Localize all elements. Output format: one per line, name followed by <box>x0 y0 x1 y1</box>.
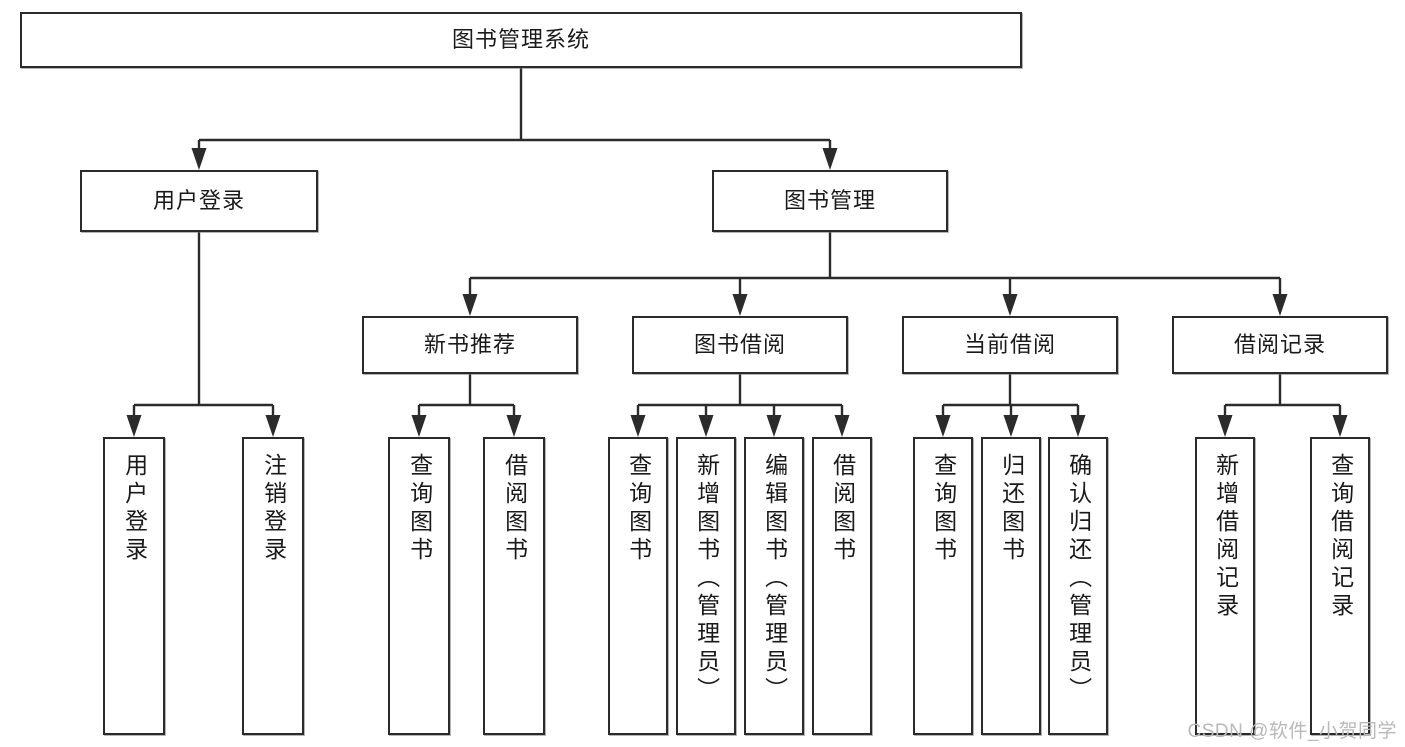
node-label: 用户登录 <box>121 453 148 565</box>
node-login[interactable]: 用户登录 <box>80 170 318 232</box>
node-label: 当前借阅 <box>963 332 1056 358</box>
node-leaf-record-query[interactable]: 查询借阅记录 <box>1310 437 1370 735</box>
node-bookmgmt[interactable]: 图书管理 <box>712 170 948 232</box>
node-leaf-new-borrow[interactable]: 借阅图书 <box>483 437 545 735</box>
node-newbook[interactable]: 新书推荐 <box>362 316 578 374</box>
node-label: 新增借阅记录 <box>1212 453 1239 621</box>
node-current[interactable]: 当前借阅 <box>902 316 1118 374</box>
node-label: 新书推荐 <box>423 332 516 358</box>
node-label: 查询借阅记录 <box>1327 453 1354 621</box>
node-label: 查询图书 <box>930 453 957 565</box>
node-leaf-user-login[interactable]: 用户登录 <box>103 437 165 735</box>
node-leaf-borrow-query[interactable]: 查询图书 <box>608 437 668 735</box>
node-leaf-user-logout[interactable]: 注销登录 <box>242 437 304 735</box>
node-label: 查询图书 <box>406 453 433 565</box>
node-label: 借阅图书 <box>829 453 856 565</box>
node-leaf-current-query[interactable]: 查询图书 <box>913 437 973 735</box>
node-leaf-current-confirm[interactable]: 确认归还（管理员） <box>1048 437 1108 735</box>
node-records[interactable]: 借阅记录 <box>1172 316 1388 374</box>
node-label: 编辑图书（管理员） <box>761 453 788 705</box>
node-borrow[interactable]: 图书借阅 <box>632 316 848 374</box>
node-label: 归还图书 <box>998 453 1025 565</box>
node-root[interactable]: 图书管理系统 <box>20 12 1022 68</box>
node-label: 图书管理 <box>783 188 876 214</box>
node-label: 注销登录 <box>260 453 287 565</box>
node-label: 确认归还（管理员） <box>1065 453 1092 705</box>
node-label: 新增图书（管理员） <box>693 453 720 705</box>
node-leaf-borrow-add[interactable]: 新增图书（管理员） <box>676 437 736 735</box>
node-leaf-record-add[interactable]: 新增借阅记录 <box>1195 437 1255 735</box>
node-label: 图书借阅 <box>693 332 786 358</box>
node-label: 借阅记录 <box>1233 332 1326 358</box>
node-leaf-borrow-lend[interactable]: 借阅图书 <box>812 437 872 735</box>
node-leaf-new-query[interactable]: 查询图书 <box>388 437 450 735</box>
node-label: 图书管理系统 <box>451 27 590 53</box>
node-label: 用户登录 <box>152 188 245 214</box>
watermark-label: CSDN @软件_小贺同学 <box>1187 721 1397 742</box>
node-label: 借阅图书 <box>501 453 528 565</box>
node-leaf-current-return[interactable]: 归还图书 <box>981 437 1041 735</box>
node-leaf-borrow-edit[interactable]: 编辑图书（管理员） <box>744 437 804 735</box>
node-label: 查询图书 <box>625 453 652 565</box>
